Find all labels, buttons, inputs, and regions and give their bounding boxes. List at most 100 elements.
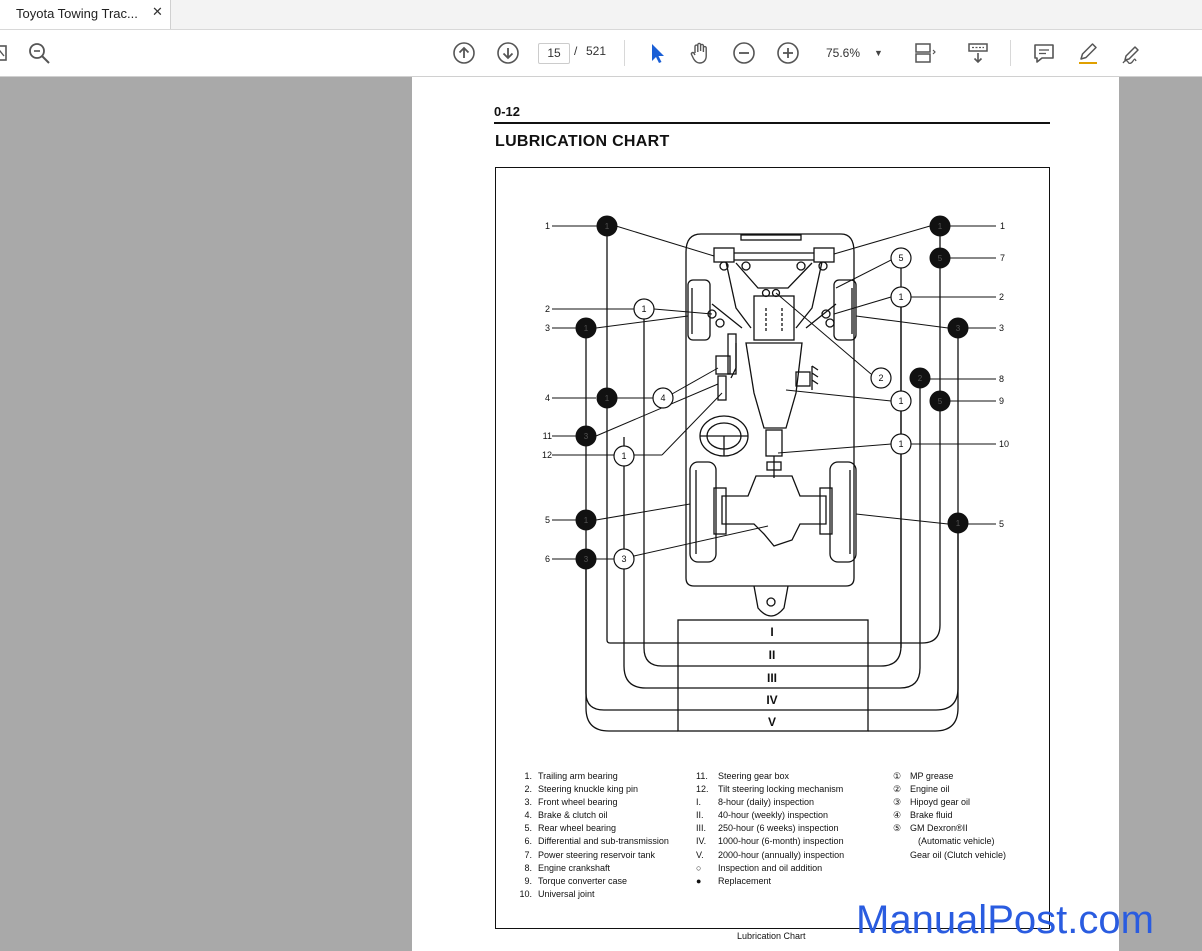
- callout-label: 4: [545, 393, 550, 403]
- legend-item-number: 10.: [519, 888, 532, 899]
- legend-item-text: Gear oil (Clutch vehicle): [910, 849, 1007, 860]
- page-number-label: 0-12: [494, 104, 521, 119]
- legend-item-text: Hipoyd gear oil: [910, 797, 971, 808]
- legend-item-text: Inspection and oil addition: [718, 862, 823, 873]
- previous-page-icon[interactable]: [450, 39, 478, 67]
- figure-frame: I II III IV V: [495, 167, 1050, 929]
- chevron-down-icon: ▼: [874, 48, 883, 58]
- header-rule: [494, 122, 1050, 124]
- callout-label: 2: [999, 292, 1004, 302]
- page-number-input[interactable]: 15: [538, 43, 570, 64]
- callout-label: 1: [1000, 221, 1005, 231]
- oil-code: 2: [918, 374, 923, 383]
- legend-item-text: Front wheel bearing: [538, 797, 618, 808]
- page-count: 521: [586, 44, 607, 58]
- legend-item-text: Engine oil: [910, 784, 950, 795]
- callout-label: 3: [999, 323, 1004, 333]
- legend-item: 2.Steering knuckle king pin: [510, 783, 669, 796]
- callout-label: 2: [545, 304, 550, 314]
- callout-label: 6: [545, 554, 550, 564]
- legend-item-number: 6.: [524, 836, 532, 847]
- legend-item: ② Engine oil: [888, 783, 1006, 796]
- callout-label: 11: [543, 431, 552, 441]
- oil-code: 1: [956, 519, 961, 528]
- next-page-icon[interactable]: [494, 39, 522, 67]
- oil-code: 1: [621, 451, 626, 461]
- legend-item-text: Steering gear box: [718, 771, 790, 781]
- interval-row-label: II: [769, 648, 776, 662]
- pdf-page: 0-12 LUBRICATION CHART: [412, 77, 1119, 951]
- legend-item-text: 2000-hour (annually) inspection: [718, 849, 845, 860]
- select-cursor-icon[interactable]: [643, 39, 671, 67]
- oil-code: 1: [898, 292, 903, 302]
- legend-item-text: 40-hour (weekly) inspection: [718, 810, 829, 821]
- zoom-level-select[interactable]: 75.6% ▼: [818, 42, 888, 64]
- legend-item-text: 8-hour (daily) inspection: [718, 797, 815, 808]
- oil-code: 1: [898, 396, 903, 406]
- legend-item-text: Universal joint: [538, 888, 595, 899]
- oil-code: 5: [898, 253, 903, 263]
- oil-code: 1: [605, 222, 610, 231]
- lubrication-diagram: I II III IV V: [542, 215, 1009, 732]
- legend-item: 8. Engine crankshaft: [510, 862, 669, 875]
- legend-item-text: GM Dexron®II: [910, 823, 968, 834]
- legend-item-number: ③: [892, 797, 902, 808]
- callout-label: 5: [545, 515, 550, 525]
- fit-page-icon[interactable]: [910, 39, 938, 67]
- legend-item: ③ Hipoyd gear oil: [888, 796, 1006, 809]
- hand-tool-icon[interactable]: [686, 39, 714, 67]
- toolbar: 15 / 521 75.6% ▼: [0, 30, 1202, 77]
- highlight-pen-icon[interactable]: [1074, 39, 1102, 67]
- legend-item-text: Brake fluid: [910, 810, 953, 821]
- legend-item-text: Engine crankshaft: [538, 862, 611, 873]
- legend-item: II. 40-hour (weekly) inspection: [696, 809, 844, 822]
- legend-item: 7.Power steering reservoir tank: [510, 849, 669, 862]
- callout-label: 9: [999, 396, 1004, 406]
- legend-item-number: ①: [892, 771, 902, 781]
- scroll-mode-icon[interactable]: [964, 39, 992, 67]
- figure-caption: Lubrication Chart: [737, 931, 806, 941]
- legend-item: Gear oil (Clutch vehicle): [888, 849, 1006, 862]
- page-thumbnail-icon[interactable]: [0, 39, 16, 67]
- oil-code: 1: [584, 516, 589, 525]
- legend-item-text: 250-hour (6 weeks) inspection: [718, 823, 839, 834]
- callout-label: 7: [1000, 253, 1005, 263]
- document-tab[interactable]: Toyota Towing Trac... ✕: [0, 0, 171, 29]
- legend-item-text: Torque converter case: [538, 875, 628, 886]
- oil-code: 1: [641, 304, 646, 314]
- oil-code: 2: [878, 373, 883, 383]
- legend-item: 4.Brake & clutch oil: [510, 809, 669, 822]
- legend-item-text: Steering knuckle king pin: [538, 784, 639, 795]
- legend-item: 10. Universal joint: [510, 888, 669, 901]
- legend-item-number: 3.: [524, 797, 532, 808]
- legend-item-text: (Automatic vehicle): [918, 836, 995, 847]
- sign-pen-icon[interactable]: [1118, 39, 1146, 67]
- legend-item-number: II.: [696, 810, 704, 821]
- zoom-out-icon[interactable]: [730, 39, 758, 67]
- oil-code: 3: [956, 324, 961, 333]
- callout-label: 3: [545, 323, 550, 333]
- interval-row-label: III: [767, 671, 777, 685]
- legend-item-number: 8.: [524, 862, 532, 873]
- zoom-in-icon[interactable]: [774, 39, 802, 67]
- legend-item: 5.Rear wheel bearing: [510, 822, 669, 835]
- legend-item: (Automatic vehicle): [888, 835, 1006, 848]
- oil-code: 3: [584, 432, 589, 441]
- legend-item-number: 12.: [696, 784, 709, 795]
- zoom-search-icon[interactable]: [25, 39, 53, 67]
- comment-icon[interactable]: [1030, 39, 1058, 67]
- close-tab-icon[interactable]: ✕: [152, 4, 163, 19]
- legend-item: III.250-hour (6 weeks) inspection: [696, 822, 844, 835]
- oil-code: 1: [605, 394, 610, 403]
- page-title: LUBRICATION CHART: [495, 133, 670, 150]
- callout-label: 5: [999, 519, 1004, 529]
- legend-item-text: Replacement: [718, 875, 772, 886]
- legend-item-number: ④: [892, 810, 902, 821]
- legend-item: 9.Torque converter case: [510, 875, 669, 888]
- legend-item-number: ②: [892, 784, 902, 795]
- legend-item-number: 11.: [696, 771, 708, 781]
- legend-item-number: ⑤: [892, 823, 902, 834]
